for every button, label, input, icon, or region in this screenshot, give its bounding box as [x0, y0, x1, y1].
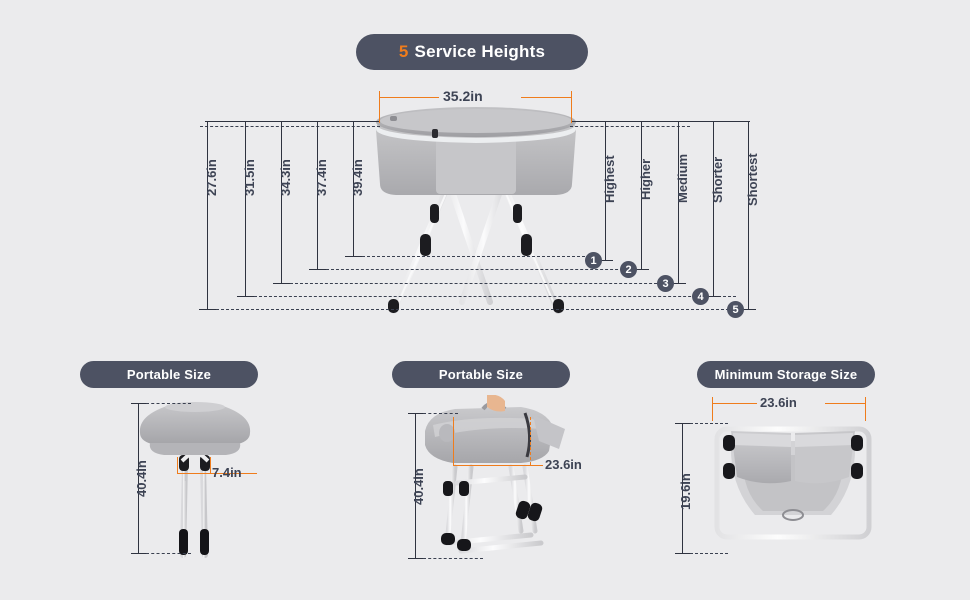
panel-2-height-line: [415, 413, 416, 558]
level-cap-3: [670, 283, 686, 284]
level-label-4: Shorter: [710, 156, 725, 203]
panel-2-height-dash-top: [423, 413, 458, 414]
height-tick-1: [207, 121, 208, 309]
hero-diagram: 35.2in 27.6in 31.5in 34.3in 37.4in 39.4i…: [199, 88, 760, 318]
level-tick-3: [678, 121, 679, 283]
panel-1: 40.4in 7.4in: [100, 395, 310, 575]
level-tick-2: [641, 121, 642, 269]
height-dash-4: [326, 269, 638, 270]
panel-1-height-cap-top: [131, 403, 146, 404]
panel-2-product-image: [425, 395, 565, 554]
panel-1-width-line: [177, 473, 257, 474]
panel-3-height-dash-bottom: [690, 553, 728, 554]
panel-3-height-dash-top: [690, 423, 728, 424]
height-tick-4: [317, 121, 318, 269]
height-label-2: 31.5in: [242, 159, 257, 196]
height-dash-3: [290, 283, 672, 284]
level-label-2: Higher: [638, 158, 653, 200]
panel-3-height-cap-top: [675, 423, 690, 424]
height-tick-5: [353, 121, 354, 256]
panel-2-width-label: 23.6in: [545, 457, 582, 472]
marker-2: 2: [620, 261, 637, 278]
panel-2-height-label: 40.4in: [411, 468, 426, 505]
title-label: Service Heights: [414, 42, 546, 61]
panel-2-width-tick-left: [453, 417, 454, 465]
top-dim-right-tick: [571, 91, 572, 123]
title-number: 5: [398, 42, 409, 61]
height-tick-cap-1: [199, 309, 216, 310]
height-tick-cap-4: [309, 269, 326, 270]
panel-3-height-line: [682, 423, 683, 553]
panel-2: 40.4in 23.6in: [395, 395, 595, 575]
panel-2-height-cap-bottom: [408, 558, 423, 559]
level-cap-2: [633, 269, 649, 270]
level-tick-1: [605, 121, 606, 260]
top-reference-dash-left: [200, 126, 380, 127]
panel-3-badge-label: Minimum Storage Size: [714, 367, 858, 382]
hero-product-image: [376, 107, 576, 314]
top-reference-rail: [205, 121, 379, 122]
height-tick-cap-5: [345, 256, 362, 257]
panel-3-width-line-left: [712, 403, 757, 404]
panel-1-width-tick-right: [210, 457, 211, 473]
level-cap-4: [705, 296, 721, 297]
panel-2-width-tick-right: [530, 417, 531, 465]
panel-3-height-cap-bottom: [675, 553, 690, 554]
top-width-label: 35.2in: [443, 88, 483, 104]
marker-4: 4: [692, 288, 709, 305]
panel-2-height-dash-bottom: [423, 558, 483, 559]
top-reference-dash-right: [570, 126, 690, 127]
marker-3: 3: [657, 275, 674, 292]
panel-1-badge-label: Portable Size: [126, 367, 212, 382]
level-tick-5: [748, 121, 749, 309]
height-dash-1: [216, 309, 744, 310]
top-dim-line-left: [379, 97, 439, 98]
panel-2-height-cap-top: [408, 413, 423, 414]
panel-1-height-dash-top: [146, 403, 191, 404]
level-label-1: Highest: [602, 155, 617, 203]
height-tick-3: [281, 121, 282, 283]
height-label-5: 39.4in: [350, 159, 365, 196]
height-label-3: 34.3in: [278, 159, 293, 196]
level-label-3: Medium: [675, 153, 690, 203]
marker-1: 1: [585, 252, 602, 269]
height-label-1: 27.6in: [204, 159, 219, 196]
marker-5: 5: [727, 301, 744, 318]
top-reference-rail-right: [572, 121, 750, 122]
top-dim-left-tick: [379, 91, 380, 123]
title-badge: 5 Service Heights: [356, 34, 588, 70]
panel-1-height-label: 40.4in: [134, 460, 149, 497]
height-tick-cap-2: [237, 296, 254, 297]
panel-1-width-tick-left: [177, 457, 178, 473]
height-tick-2: [245, 121, 246, 296]
panel-3-width-tick-left: [712, 397, 713, 421]
panel-1-badge: Portable Size: [80, 361, 258, 388]
panel-2-badge-label: Portable Size: [438, 367, 524, 382]
level-cap-5: [740, 309, 756, 310]
panel-1-product-image: [139, 402, 251, 558]
panel-3-width-line-right: [825, 403, 866, 404]
height-tick-cap-3: [273, 283, 290, 284]
height-dash-2: [254, 296, 736, 297]
panel-1-height-line: [138, 403, 139, 553]
panel-1-height-dash-bottom: [146, 553, 191, 554]
panel-3-product-image: [714, 426, 872, 540]
level-tick-4: [713, 121, 714, 296]
panel-3-width-label: 23.6in: [760, 395, 797, 410]
panel-1-width-label: 7.4in: [212, 465, 242, 480]
panel-3-height-label: 19.6in: [678, 473, 693, 510]
panel-3: 23.6in 19.6in: [665, 393, 895, 573]
panel-3-badge: Minimum Storage Size: [697, 361, 875, 388]
level-cap-1: [597, 260, 613, 261]
panel-3-width-tick-right: [865, 397, 866, 421]
panel-2-badge: Portable Size: [392, 361, 570, 388]
height-label-4: 37.4in: [314, 159, 329, 196]
panel-1-height-cap-bottom: [131, 553, 146, 554]
level-label-5: Shortest: [745, 153, 760, 206]
top-dim-line-right: [521, 97, 572, 98]
panel-2-width-line: [453, 465, 543, 466]
height-dash-5: [362, 256, 600, 257]
